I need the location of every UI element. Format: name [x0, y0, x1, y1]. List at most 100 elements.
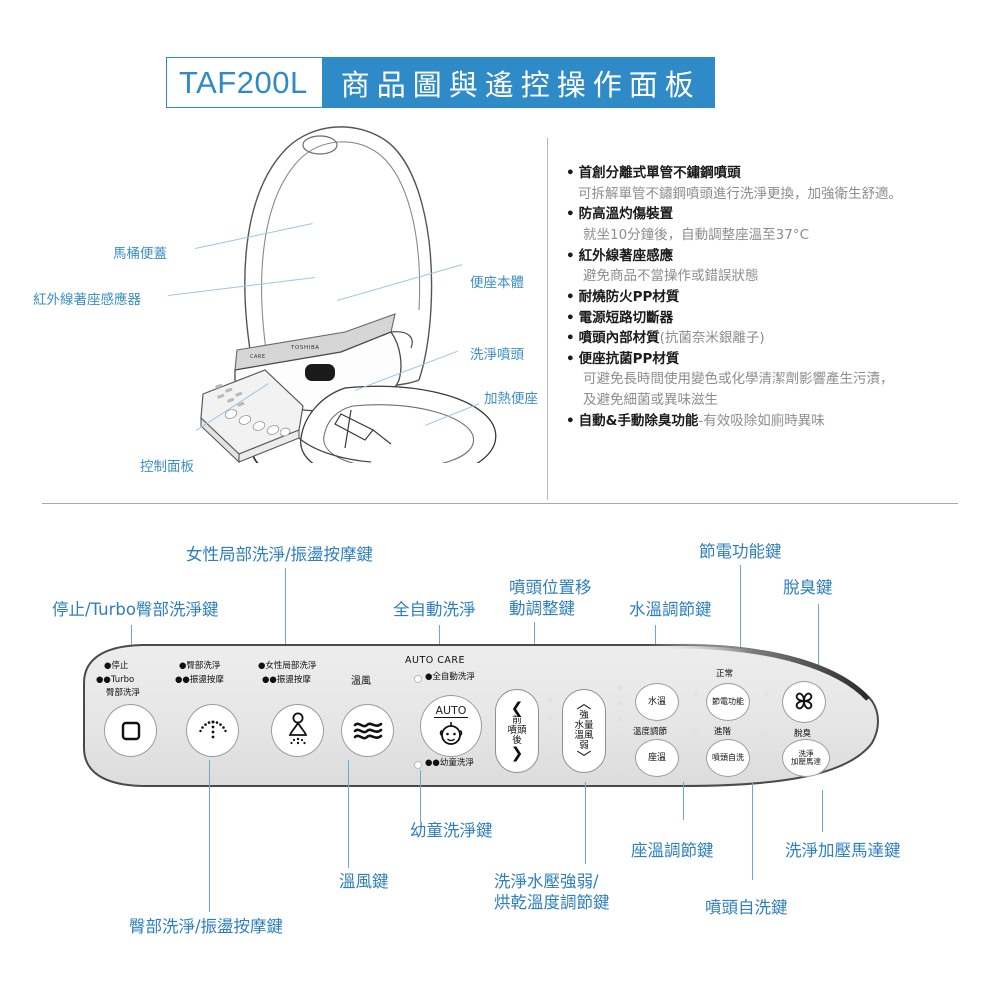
callout-warm-air: 溫風鍵 — [339, 872, 389, 891]
callout-line-deodorize — [818, 604, 819, 688]
callout-auto-wash: 全自動洗淨 — [393, 600, 476, 619]
button-female-wash[interactable] — [271, 704, 324, 757]
callout-pressure-dry: 洗淨水壓強弱/ 烘乾溫度調節鍵 — [494, 872, 610, 913]
feature-desc: 可避免長時間使用變色或化學清潔劑影響產生污漬， — [583, 371, 894, 388]
auto-care-heading: AUTO CARE — [405, 655, 465, 666]
indicator-dot — [548, 751, 553, 756]
feature-item: • 自動&手動除臭功能 -有效吸除如廁時異味 — [566, 411, 946, 432]
nozzle-pad-back: 後 — [512, 734, 522, 746]
bullet-icon: • — [566, 309, 575, 326]
button-nozzle-position[interactable]: ❮ 前 噴頭 後 ❯ — [495, 689, 539, 773]
chevron-down-icon: ﹀ — [576, 748, 592, 767]
auto-baby-face-icon — [439, 722, 463, 745]
auto-care-icon-text: AUTO — [433, 704, 469, 718]
diagram-label-body: 便座本體 — [470, 275, 524, 291]
feature-list: • 首創分離式單管不鏽鋼噴頭 可拆解單管不鏽鋼噴頭進行洗淨更換，加強衛生舒適。 … — [566, 163, 946, 432]
button-power-save[interactable]: 節電功能 — [706, 683, 750, 721]
ir-sensor-window — [305, 364, 335, 381]
label-rear-massage: ●●振盪按摩 — [175, 675, 224, 685]
callout-stop-turbo: 停止/Turbo臀部洗淨鍵 — [52, 600, 219, 619]
button-nozzle-clean-label: 噴頭自洗 — [712, 752, 744, 762]
led-auto-wash — [414, 675, 422, 683]
button-seat-temp[interactable]: 座溫 — [635, 739, 679, 777]
button-rear-wash[interactable] — [186, 704, 239, 757]
chevron-right-icon: ❯ — [510, 743, 524, 762]
bullet-icon: • — [566, 206, 575, 223]
feature-desc: 及避免細菌或異味滋生 — [583, 392, 718, 409]
button-nozzle-clean[interactable]: 噴頭自洗 — [706, 739, 750, 777]
feature-desc: 就坐10分鐘後，自動調整座溫至37°C — [583, 226, 810, 243]
indicator-dot — [618, 685, 623, 690]
bullet-icon: • — [566, 413, 575, 430]
button-boost-motor[interactable]: 洗淨 加壓馬達 — [782, 739, 830, 777]
feature-title: 自動&手動除臭功能 — [578, 413, 699, 430]
feature-title: 首創分離式單管不鏽鋼噴頭 — [578, 165, 741, 181]
button-auto-care[interactable]: AUTO — [420, 695, 482, 757]
callout-line-seat-temp — [683, 782, 684, 820]
indicator-dot — [618, 733, 623, 738]
callout-water-temp: 水溫調節鍵 — [629, 600, 712, 619]
svg-text:TOSHIBA: TOSHIBA — [290, 345, 320, 351]
feature-item: • 電源短路切斷器 — [566, 308, 946, 329]
label-auto-wash: ●全自動洗淨 — [425, 672, 475, 682]
svg-text:CARE: CARE — [250, 354, 266, 360]
callout-nozzle-move-line2: 動調整鍵 — [509, 598, 575, 618]
indicator-dot — [618, 717, 623, 722]
vertical-divider — [547, 138, 548, 500]
feature-title: 防高溫灼傷裝置 — [578, 206, 674, 223]
label-turbo-rear: 臀部洗淨 — [106, 688, 141, 698]
pressure-pad-weak: 弱 — [579, 739, 589, 751]
feature-item: • 防高溫灼傷裝置 — [566, 204, 946, 225]
indicator-dot — [618, 701, 623, 706]
button-stop[interactable] — [104, 704, 157, 757]
callout-deodorize: 脫臭鍵 — [783, 578, 833, 597]
bullet-icon: • — [566, 247, 575, 264]
product-illustration: TOSHIBA CARE — [200, 126, 497, 463]
led-child-wash — [414, 761, 422, 769]
callout-line-pressure-dry — [585, 782, 586, 864]
button-water-temp[interactable]: 水溫 — [635, 683, 679, 721]
female-wash-spray-icon — [288, 712, 307, 744]
bullet-icon: • — [566, 350, 575, 367]
label-female-massage: ●●振盪按摩 — [262, 675, 311, 685]
fan-icon — [795, 692, 813, 710]
remote-control-panel[interactable]: ●停止 ●●Turbo 臀部洗淨 ●臀部洗淨 ●●振盪按摩 — [82, 643, 882, 788]
label-child-wash: ●●幼童洗淨 — [425, 758, 474, 768]
feature-title: 耐燒防火PP材質 — [578, 289, 680, 306]
feature-item: • 紅外線著座感應 — [566, 246, 946, 267]
label-female-wash: ●女性局部洗淨 — [258, 661, 317, 671]
feature-item: • 首創分離式單管不鏽鋼噴頭 — [566, 163, 946, 184]
indicator-dot — [693, 729, 698, 734]
indicator-dot — [693, 749, 698, 754]
diagram-label-lid: 馬桶便蓋 — [113, 246, 167, 262]
stop-square-icon — [121, 721, 140, 740]
indicator-dot — [548, 733, 553, 738]
bullet-icon: • — [566, 165, 575, 181]
diagram-label-heated: 加熱便座 — [484, 391, 538, 407]
indicator-dot — [764, 731, 769, 736]
diagram-label-panel: 控制面板 — [140, 459, 194, 475]
horizontal-divider — [42, 503, 958, 504]
button-seat-temp-label: 座溫 — [647, 752, 666, 763]
feature-desc: 避免商品不當操作或錯誤狀態 — [583, 268, 759, 285]
warm-air-waves-icon — [353, 722, 382, 739]
caption-temp-adjust: 溫度調節 — [633, 727, 668, 737]
label-warm-air: 溫風 — [351, 676, 371, 687]
feature-item: • 耐燒防火PP材質 — [566, 287, 946, 308]
rear-wash-spray-icon — [198, 720, 227, 738]
button-deodorize[interactable] — [782, 681, 826, 723]
callout-female-wash: 女性局部洗淨/振盪按摩鍵 — [186, 545, 374, 564]
bullet-icon: • — [566, 289, 575, 306]
callout-nozzle-move: 噴頭位置移 動調整鍵 — [509, 578, 592, 619]
feature-title-note: (抗菌奈米銀離子) — [659, 330, 765, 347]
button-warm-air[interactable] — [341, 704, 394, 757]
feature-title-note: -有效吸除如廁時異味 — [698, 413, 825, 430]
model-code-badge: TAF200L — [166, 57, 323, 108]
button-water-temp-label: 水溫 — [647, 696, 666, 707]
caption-normal: 正常 — [716, 669, 734, 679]
callout-line-boost-motor — [822, 790, 823, 832]
callout-line-power-save — [740, 565, 741, 693]
nozzle-pad-front: 前 — [512, 715, 522, 727]
callout-nozzle-move-line1: 噴頭位置移 — [509, 578, 592, 597]
button-pressure-temp[interactable]: ︿ 強 水量 溫風 弱 ﹀ — [562, 689, 606, 773]
